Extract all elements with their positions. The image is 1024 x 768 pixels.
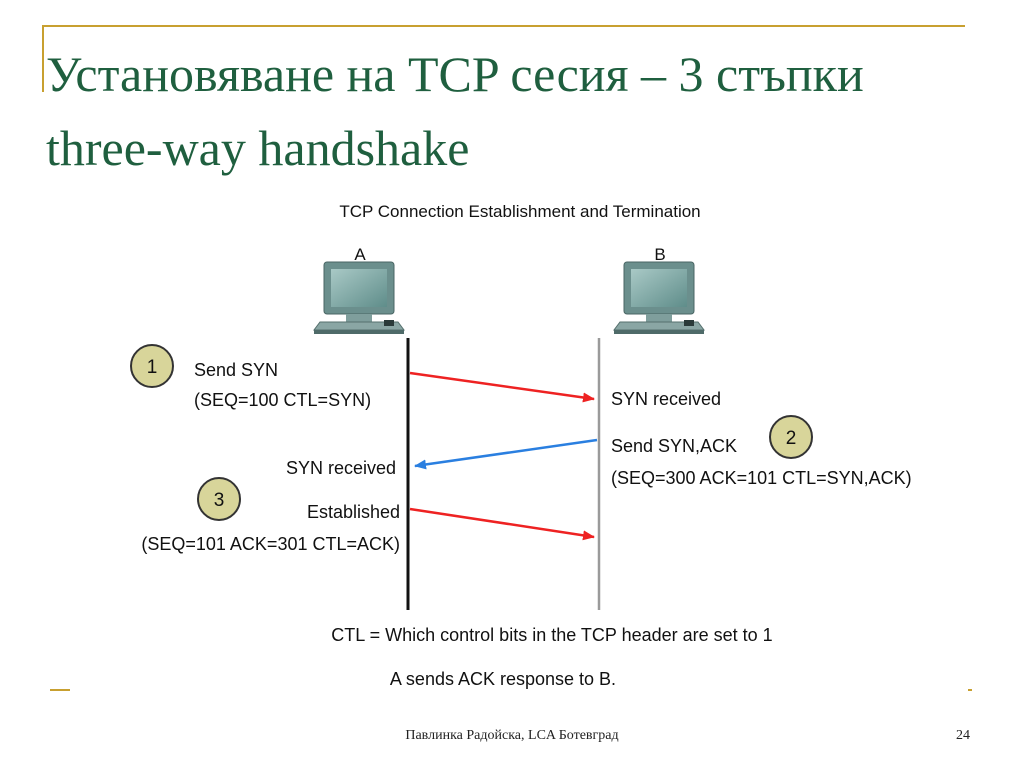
- syn-ack-arrow: [414, 438, 598, 470]
- step-3-action: Established: [307, 502, 400, 522]
- host-b-label: B: [654, 245, 665, 264]
- step-2-fields: (SEQ=300 ACK=101 CTL=SYN,ACK): [611, 468, 912, 488]
- page-number: 24: [956, 728, 970, 743]
- host-a-label: A: [354, 245, 366, 264]
- ctl-note: CTL = Which control bits in the TCP head…: [331, 625, 772, 645]
- computer-icon: [613, 261, 705, 334]
- step-number: 2: [786, 428, 797, 449]
- step-2-received: SYN received: [286, 458, 396, 478]
- step-1-received: SYN received: [611, 389, 721, 409]
- step-badge-3: 3: [197, 477, 241, 521]
- step-badge-2: 2: [769, 415, 813, 459]
- step-number: 1: [147, 357, 158, 378]
- footer-author: Павлинка Радойска, LCA Ботевград: [405, 728, 619, 743]
- syn-arrow: [409, 371, 595, 403]
- step-1-fields: (SEQ=100 CTL=SYN): [194, 390, 371, 410]
- step-3-fields: (SEQ=101 ACK=301 CTL=ACK): [141, 534, 400, 554]
- step-number: 3: [214, 490, 225, 511]
- slide-subtitle: three-way handshake: [46, 120, 470, 176]
- step-1-action: Send SYN: [194, 360, 278, 380]
- step-badge-1: 1: [130, 344, 174, 388]
- slide-title: Установяване на TCP сесия – 3 стъпки: [46, 46, 864, 102]
- computer-icon: [313, 261, 405, 334]
- diagram-caption: A sends ACK response to B.: [390, 669, 616, 689]
- diagram-heading: TCP Connection Establishment and Termina…: [339, 202, 700, 221]
- step-2-action: Send SYN,ACK: [611, 436, 737, 456]
- ack-arrow: [409, 507, 595, 541]
